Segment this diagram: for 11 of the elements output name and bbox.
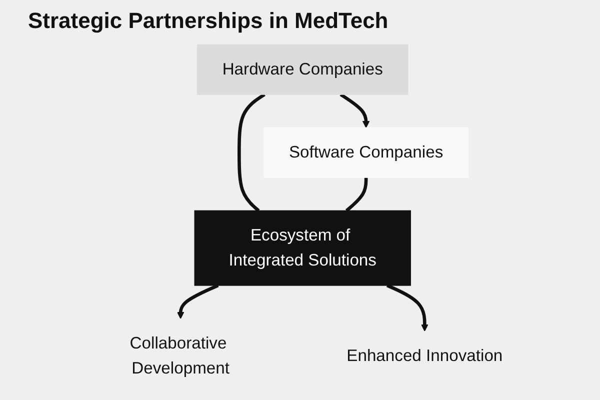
- arrow: [340, 93, 370, 128]
- arrow: [386, 284, 428, 332]
- arrow: [176, 284, 219, 319]
- node-box: Hardware Companies: [196, 44, 408, 95]
- connector: [237, 93, 266, 212]
- node-text: Collaborative Development: [130, 334, 230, 378]
- connector: [345, 177, 368, 212]
- node-box: Ecosystem of Integrated Solutions: [194, 210, 411, 286]
- diagram-title: Strategic Partnerships in MedTech: [27, 8, 388, 34]
- node-box: Software Companies: [264, 127, 468, 178]
- node-text: Enhanced Innovation: [346, 346, 503, 366]
